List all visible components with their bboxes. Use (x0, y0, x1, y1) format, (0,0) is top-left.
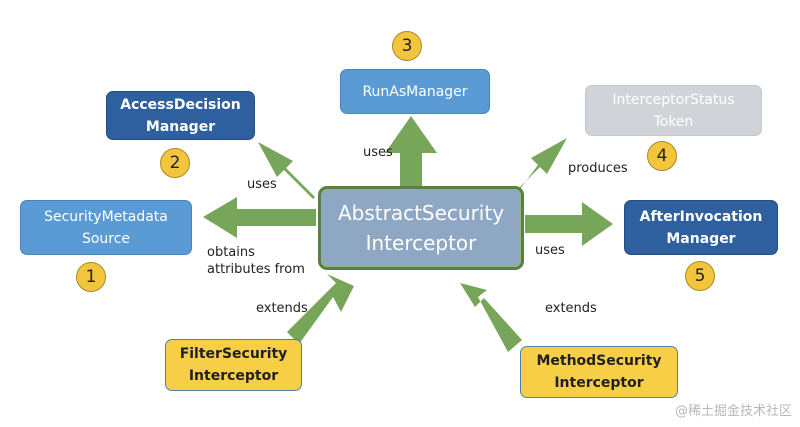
security-metadata-source-label-line-1: SecurityMetadata (44, 208, 168, 225)
arrow-produces-interceptor-status-token (512, 138, 567, 197)
edge-label-extends-right: extends (545, 301, 597, 316)
interceptor-status-token-label-line-1: InterceptorStatus (612, 91, 735, 108)
edge-label-uses-top: uses (363, 145, 393, 160)
badge-interceptor-status-token: 4 (647, 141, 677, 171)
edge-label-extends-left: extends (256, 301, 308, 316)
edge-label-produces: produces (568, 161, 628, 176)
badge-after-invocation-manager: 5 (685, 261, 715, 291)
security-metadata-source-node: SecurityMetadata Source (20, 200, 192, 255)
edge-label-uses-right: uses (535, 243, 565, 258)
badge-security-metadata-source: 1 (76, 262, 106, 292)
arrow-extends-filter-security-interceptor (287, 274, 354, 344)
badge-access-decision-manager: 2 (160, 148, 190, 178)
security-metadata-source-label-line-2: Source (81, 230, 131, 247)
method-security-interceptor-label-line-1: MethodSecurity (536, 353, 662, 369)
method-security-interceptor-label-line-2: Interceptor (554, 375, 644, 391)
interceptor-status-token-node: InterceptorStatus Token (585, 85, 762, 136)
badge-run-as-manager: 3 (392, 31, 422, 61)
arrow-uses-access-decision-manager (258, 142, 315, 199)
filter-security-interceptor-node: FilterSecurity Interceptor (165, 339, 302, 391)
filter-security-interceptor-label-line-2: Interceptor (188, 368, 279, 384)
edge-label-obtains-line-1: obtains (207, 245, 255, 260)
access-decision-manager-label-line-2: Manager (145, 118, 216, 135)
interceptor-status-token-label-line-2: Token (653, 113, 694, 130)
after-invocation-manager-node: AfterInvocation Manager (624, 200, 778, 255)
method-security-interceptor-node: MethodSecurity Interceptor (520, 346, 678, 398)
edge-label-obtains-line-2: attributes from (207, 262, 305, 277)
center-label-line-1: AbstractSecurity (337, 201, 505, 225)
after-invocation-manager-label-line-1: AfterInvocation (639, 208, 763, 225)
center-label-line-2: Interceptor (365, 231, 477, 255)
access-decision-manager-label-line-1: AccessDecision (120, 96, 241, 113)
edge-label-uses-left: uses (247, 177, 277, 192)
after-invocation-manager-label-line-2: Manager (666, 230, 736, 247)
abstract-security-interceptor-node: AbstractSecurity Interceptor (318, 186, 524, 270)
run-as-manager-node: RunAsManager (340, 69, 490, 114)
arrow-obtains-security-metadata-source (203, 197, 316, 238)
access-decision-manager-node: AccessDecision Manager (106, 91, 255, 140)
arrow-uses-after-invocation-manager (525, 202, 613, 246)
arrow-extends-method-security-interceptor (460, 283, 522, 352)
watermark: @稀土掘金技术社区 (674, 404, 792, 419)
edge-label-obtains: obtains attributes from (207, 244, 305, 278)
arrow-uses-run-as-manager (385, 116, 437, 187)
filter-security-interceptor-label-line-1: FilterSecurity (179, 346, 288, 362)
run-as-manager-label: RunAsManager (362, 83, 468, 100)
